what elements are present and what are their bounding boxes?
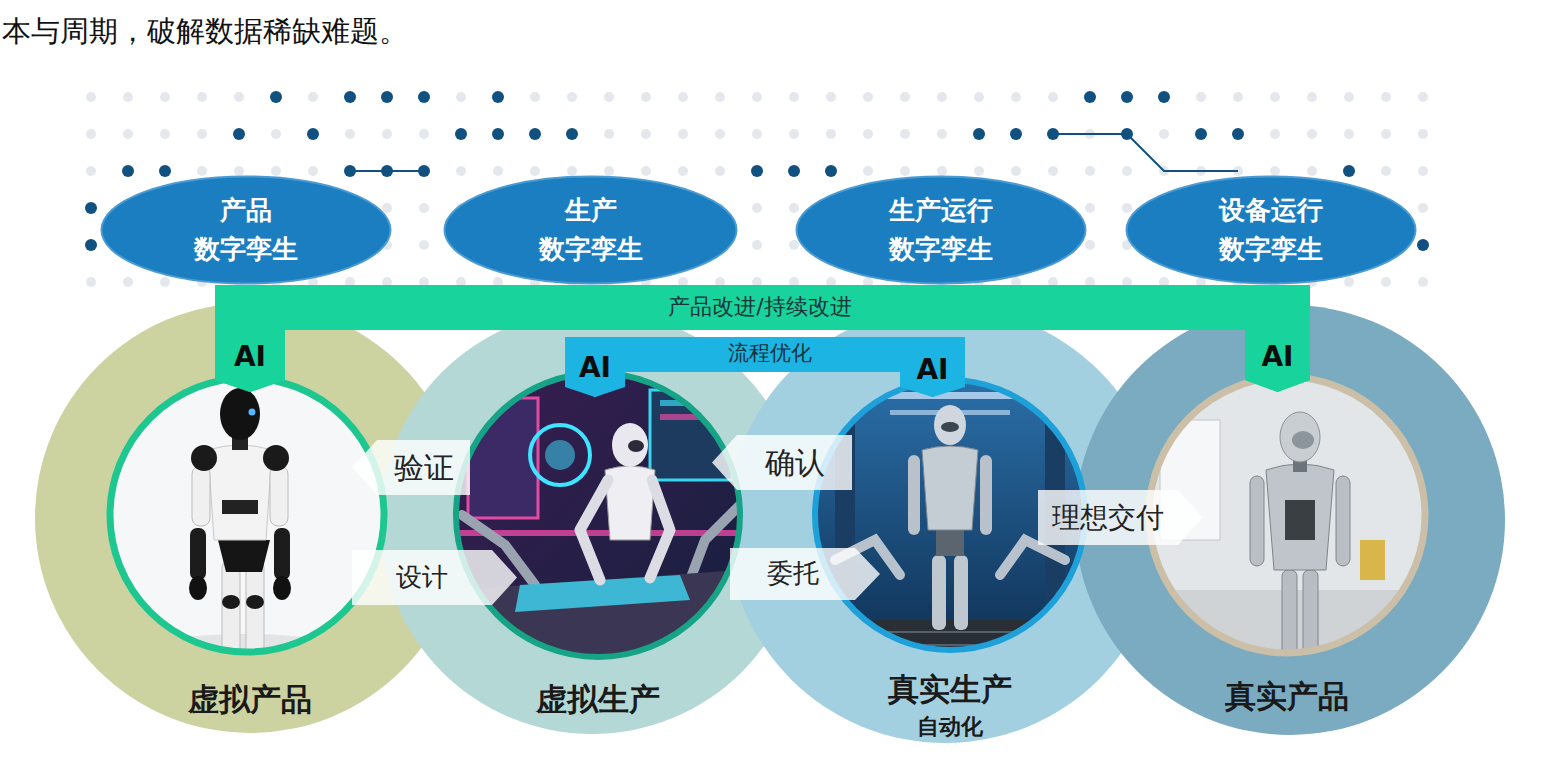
shape-outline: [100, 175, 392, 285]
ai-tab: AI: [1245, 330, 1310, 392]
node-text: 虚拟产品: [188, 681, 312, 718]
intro-text: 本与周期，破解数据稀缺难题。: [2, 14, 408, 49]
flow-arrow: 设计: [352, 550, 517, 605]
twin-ellipse: 产品 数字孪生: [100, 175, 392, 285]
node-text: 确认: [765, 445, 825, 481]
node-text: 虚拟生产: [536, 681, 660, 718]
node-text: 自动化: [917, 714, 983, 740]
node-text: AI: [1261, 340, 1293, 374]
shape-fill: [445, 177, 737, 284]
twin-ellipse: 生产运行 数字孪生: [795, 175, 1087, 285]
flow-arrow: 理想交付: [1038, 490, 1203, 545]
node-text: 委托: [767, 558, 819, 589]
shape-fill: [1038, 490, 1203, 545]
shape-outline: [1125, 175, 1417, 285]
ai-tab: AI: [215, 330, 285, 392]
node-text: AI: [916, 353, 948, 387]
node-text: 真实产品: [1225, 678, 1349, 715]
shape-fill: [727, 307, 1163, 743]
shape-fill: [1245, 330, 1310, 392]
node-text: AI: [234, 340, 266, 374]
process-band: 流程优化 AI AI: [565, 337, 965, 397]
shape-fill: [565, 337, 965, 397]
node-text: 产品 数字孪生: [186, 191, 306, 269]
shape-fill: [352, 440, 470, 495]
shape-fill: [565, 349, 625, 397]
twin-ellipse: 生产 数字孪生: [443, 175, 738, 285]
shape-outline: [795, 175, 1087, 285]
shape-fill: [730, 548, 880, 600]
shape-fill: [900, 352, 965, 397]
shape-fill: [712, 435, 852, 490]
shape-fill: [380, 310, 804, 734]
node-text: AI: [579, 351, 611, 385]
node-text: 设备运行 数字孪生: [1211, 191, 1331, 269]
node-text: 真实生产: [888, 671, 1012, 708]
node-text: 设计: [396, 562, 448, 593]
node-text: 验证: [394, 450, 454, 486]
node-text: 生产运行 数字孪生: [881, 191, 1001, 269]
node-text: 产品改进/持续改进: [668, 294, 851, 320]
ai-tab: AI: [565, 349, 625, 397]
ai-tab: AI: [900, 352, 965, 397]
shape-fill: [1127, 177, 1416, 284]
shape-fill: [352, 550, 517, 605]
shape-outline: [443, 175, 738, 285]
flow-arrow: 委托: [730, 548, 880, 600]
shape-fill: [102, 177, 391, 284]
shape-fill: [797, 177, 1086, 284]
flow-arrow: 验证: [352, 440, 470, 495]
node-text: 理想交付: [1052, 501, 1164, 535]
twin-ellipse: 设备运行 数字孪生: [1125, 175, 1417, 285]
node-text: 生产 数字孪生: [531, 191, 651, 269]
flow-arrow: 确认: [712, 435, 852, 490]
node-text: 流程优化: [728, 341, 812, 366]
shape-fill: [215, 330, 285, 392]
